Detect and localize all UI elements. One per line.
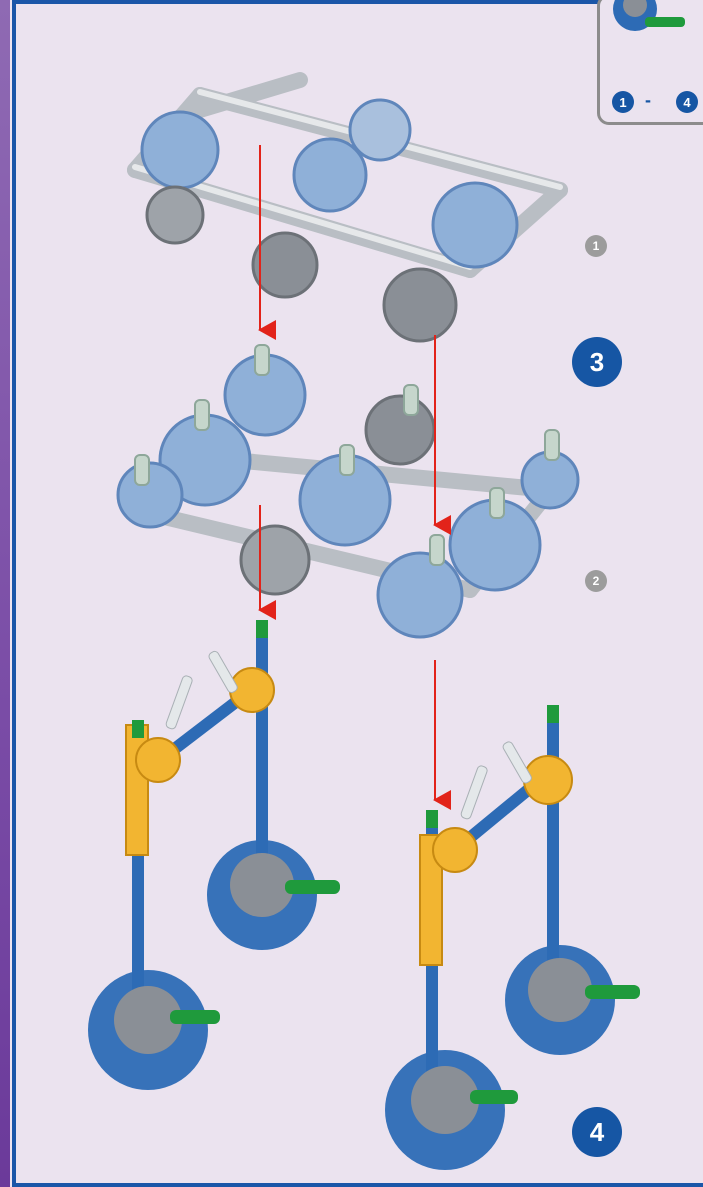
range-end-badge: 4	[676, 91, 698, 113]
inset-thumbnail	[600, 0, 703, 47]
range-start-badge: 1	[612, 91, 634, 113]
part-label-badge: 1	[585, 235, 607, 257]
leg-assembly-left	[88, 620, 340, 1090]
leg-assembly-right	[385, 705, 640, 1170]
frame-part-1	[135, 80, 560, 341]
grey-connector	[147, 187, 456, 341]
inset-reference-box: 1 - 4	[597, 0, 703, 125]
step-number-badge: 3	[572, 337, 622, 387]
range-separator: -	[645, 90, 651, 111]
blue-connector	[118, 355, 578, 637]
frame-part-2	[118, 345, 578, 637]
part-label-badge: 2	[585, 570, 607, 592]
step-number-badge: 4	[572, 1107, 622, 1157]
